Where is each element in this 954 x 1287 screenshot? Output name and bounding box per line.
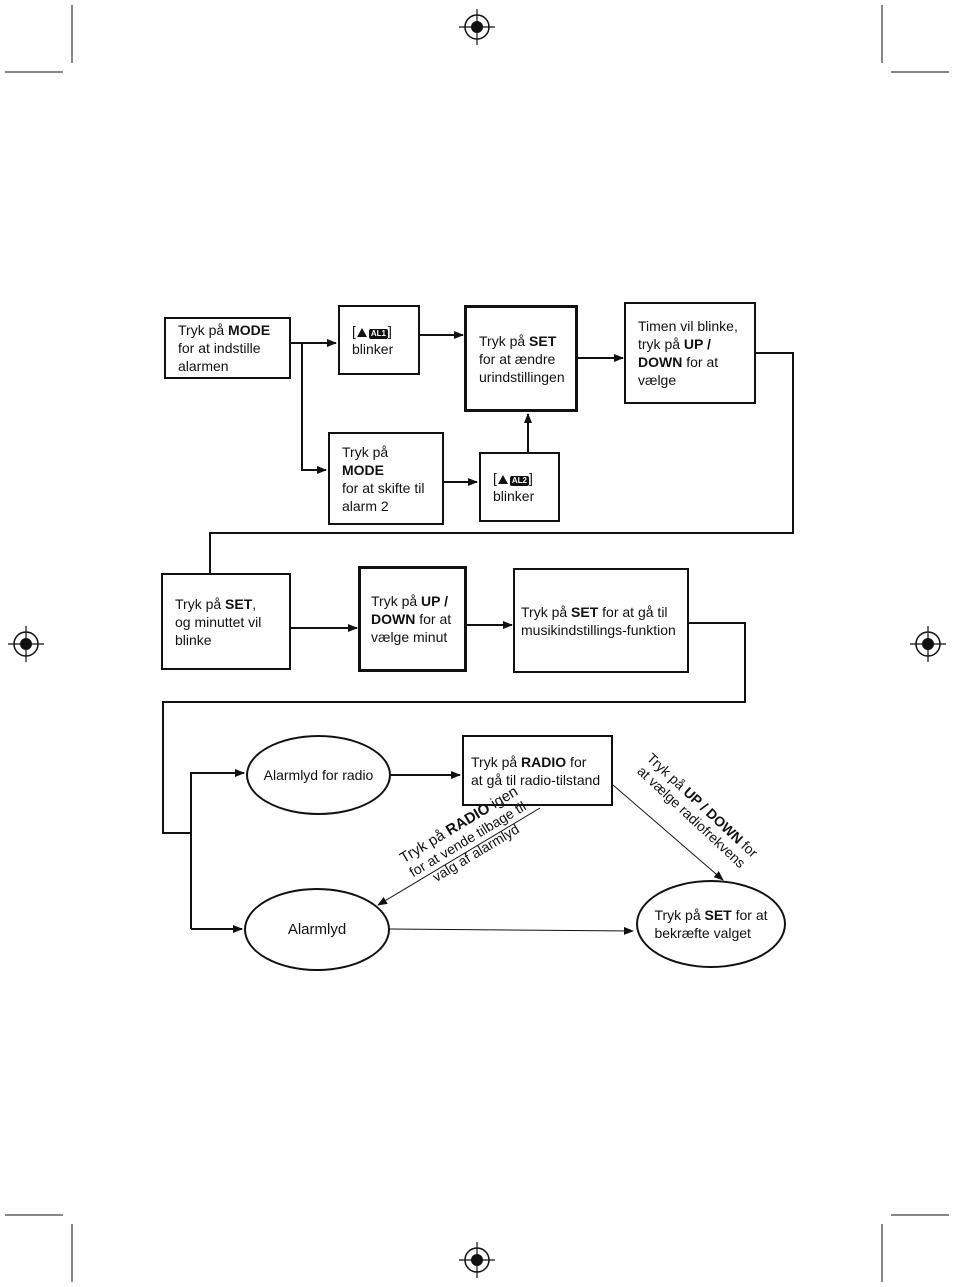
al1-badge: AL1: [368, 329, 389, 339]
node-confirm-set: Tryk på SET for at bekræfte valget: [636, 880, 786, 968]
registration-mark-bottom: [459, 1242, 495, 1278]
node-press-set-time: Tryk på SET for at ændre urindstillingen: [464, 305, 578, 412]
node-hour-blinks: Timen vil blinke, tryk på UP / DOWN for …: [624, 302, 756, 404]
registration-mark-right: [910, 626, 946, 662]
node-radio-alarm-sound: Alarmlyd for radio: [246, 735, 391, 815]
registration-mark-top: [459, 9, 495, 45]
node-updown-minute: Tryk på UP / DOWN for at vælge minut: [358, 566, 467, 672]
node-press-mode: Tryk på MODE for at indstille alarmen: [164, 317, 291, 379]
node-press-set-minute: Tryk på SET, og minuttet vil blinke: [161, 573, 291, 670]
registration-mark-left: [8, 626, 44, 662]
node-al2-blinks: [AL2] blinker: [479, 452, 560, 522]
bell-icon: [497, 474, 510, 484]
node-press-mode-alarm2: Tryk på MODE for at skifte til alarm 2: [328, 432, 444, 525]
bell-icon: [356, 327, 369, 337]
node-alarm-sound: Alarmlyd: [244, 888, 390, 971]
node-press-radio: Tryk på RADIO for at gå til radio-tilsta…: [462, 735, 613, 806]
node-al1-blinks: [AL1] blinker: [338, 305, 420, 375]
flow-connectors: [162, 331, 794, 935]
al2-badge: AL2: [509, 476, 530, 486]
node-press-set-music: Tryk på SET for at gå til musikindstilli…: [513, 568, 689, 673]
